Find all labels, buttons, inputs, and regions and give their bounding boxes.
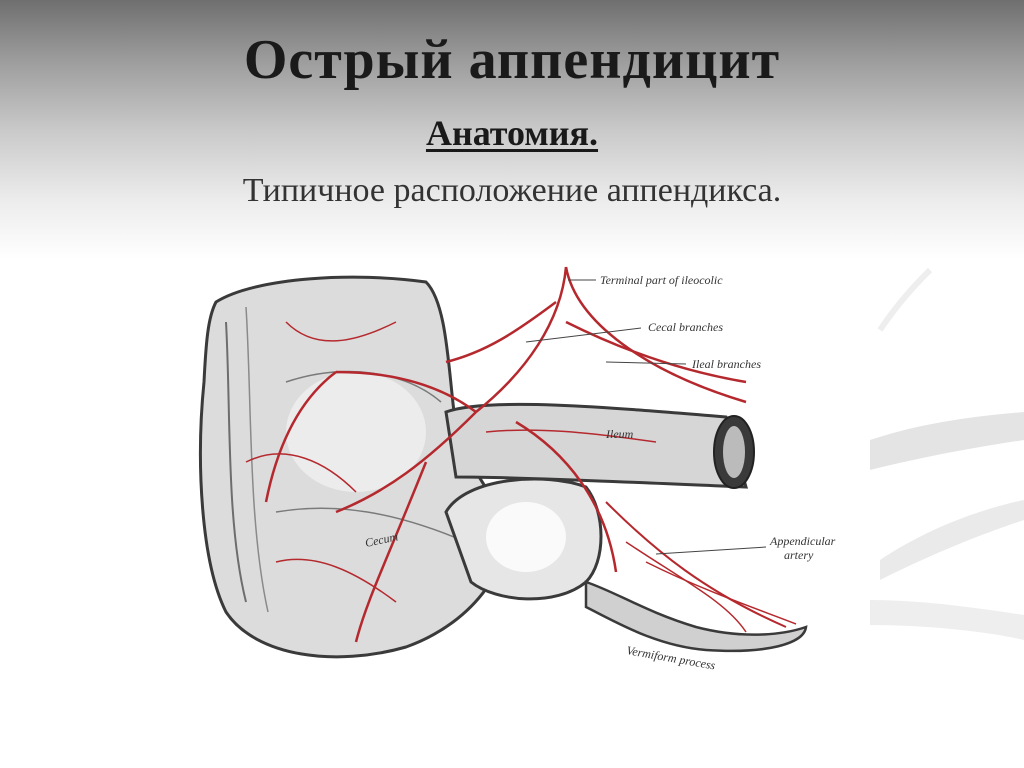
leader-lines xyxy=(525,279,767,555)
label-appendicular-1: Appendicular xyxy=(769,534,836,548)
label-appendicular-2: artery xyxy=(784,548,814,562)
artery-network xyxy=(245,266,797,643)
label-cecal-branches: Cecal branches xyxy=(648,320,723,334)
subtitle-text: Анатомия. xyxy=(425,113,599,153)
ileum-shape xyxy=(444,402,755,489)
label-ileum: Ileum xyxy=(605,427,634,441)
slide-title: Острый аппендицит xyxy=(243,29,781,91)
label-ileal-branches: Ileal branches xyxy=(691,357,761,371)
label-cecum: Cecum xyxy=(364,529,400,550)
pouch-shape xyxy=(444,477,603,601)
anatomy-drawing: Terminal part of ileocolic Cecal branche… xyxy=(199,266,836,672)
label-terminal-ileocolic: Terminal part of ileocolic xyxy=(600,273,723,287)
slide-caption: Типичное расположение аппендикса. xyxy=(242,172,782,209)
appendix-anatomy-illustration: Terminal part of ileocolic Cecal branche… xyxy=(186,262,869,672)
appendix-shape xyxy=(584,580,808,653)
slide-subtitle: Анатомия. xyxy=(0,112,1024,154)
